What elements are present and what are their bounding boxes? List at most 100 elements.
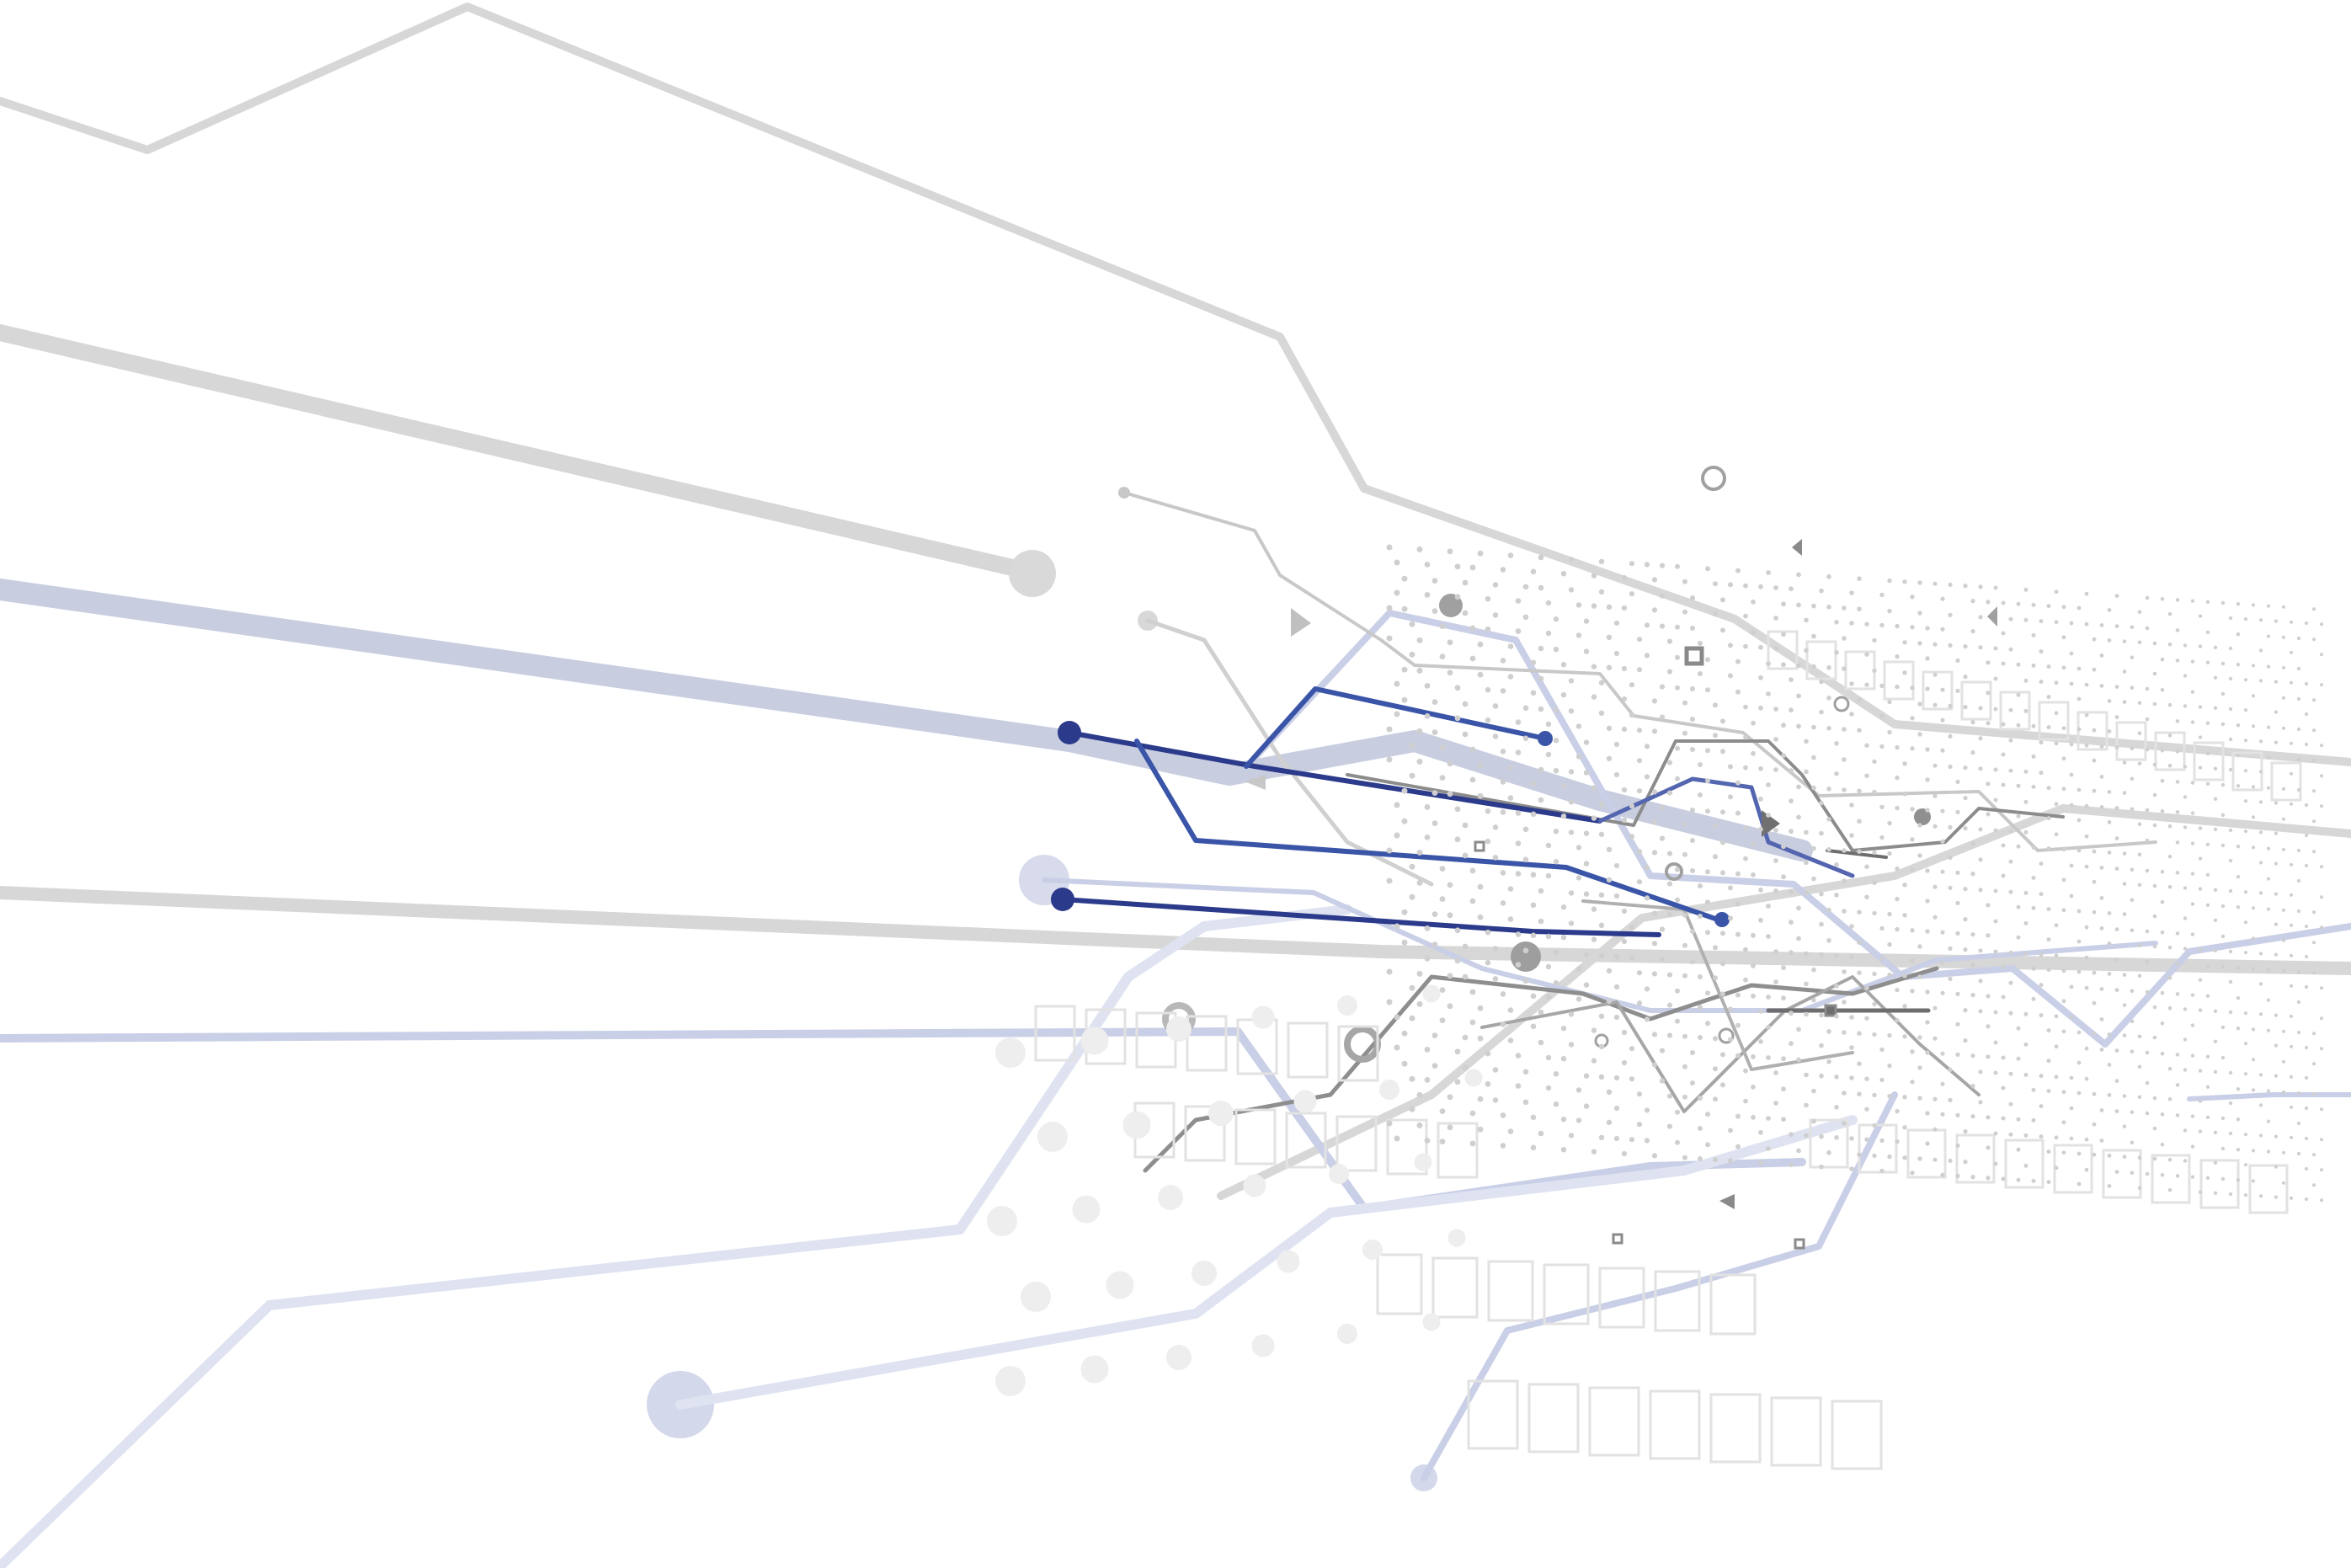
grid-dot: [1925, 1111, 1930, 1116]
grid-dot: [2220, 934, 2226, 939]
grid-dot: [2243, 769, 2248, 773]
grid-dot: [2213, 948, 2218, 953]
grid-dot: [1789, 798, 1794, 804]
grid-dot: [2122, 669, 2127, 674]
grid-dot: [2258, 891, 2263, 895]
gray-trace: [1122, 491, 2157, 852]
grid-dot: [1872, 637, 1877, 643]
grid-dot: [1902, 792, 1907, 797]
grid-dot: [1682, 942, 1687, 948]
grid-dot: [1857, 788, 1862, 793]
blue-trace: [1244, 686, 1548, 769]
grid-dot: [1955, 991, 1960, 996]
grid-dot: [1606, 725, 1613, 731]
faint-dot: [1243, 1174, 1266, 1197]
grid-dot: [1902, 973, 1907, 979]
grid-dot: [2213, 1130, 2218, 1135]
grid-dot: [2236, 875, 2241, 879]
grid-dot: [1842, 848, 1847, 853]
grid-dot: [1993, 828, 1998, 833]
grid-dot: [1728, 1158, 1733, 1164]
grid-dot: [1789, 1011, 1794, 1016]
grid-dot: [2099, 684, 2104, 688]
grid-dot: [1743, 1098, 1748, 1104]
grid-dot: [1796, 572, 1801, 578]
grid-dot: [2099, 805, 2104, 809]
grid-dot: [2008, 1011, 2013, 1016]
grid-dot: [1401, 1060, 1408, 1067]
grid-dot: [1849, 1075, 1854, 1080]
grid-dot: [2220, 661, 2226, 666]
grid-dot: [1789, 677, 1794, 683]
grid-dot: [2296, 787, 2301, 792]
grid-dot: [2312, 698, 2316, 702]
grid-dot: [2281, 1029, 2286, 1033]
grid-dot: [1789, 768, 1794, 774]
grid-dot: [1758, 1038, 1763, 1044]
grid-dot: [2054, 589, 2059, 595]
grid-dot: [2107, 972, 2112, 976]
grid-dot: [1621, 908, 1628, 915]
grid-dot: [2183, 886, 2188, 890]
grid-dot: [1515, 749, 1522, 755]
square-marker: [1794, 1238, 1805, 1250]
grid-dot: [1796, 814, 1801, 820]
grid-dot: [1416, 728, 1423, 734]
blue-node: [1714, 912, 1730, 927]
grid-dot: [2092, 909, 2097, 915]
grid-dot: [1970, 629, 1975, 634]
grid-dot: [2076, 1060, 2082, 1065]
grid-dot: [1826, 574, 1831, 579]
grid-dot: [1986, 691, 1991, 696]
grid-dot: [1477, 1035, 1484, 1042]
faint-dot: [1329, 1164, 1349, 1184]
grid-dot: [1773, 707, 1778, 712]
grid-dot: [2046, 725, 2051, 730]
grid-dot: [2320, 683, 2323, 687]
grid-dot: [1530, 902, 1537, 909]
grid-dot: [1522, 1069, 1529, 1075]
triangle-marker: [1291, 608, 1311, 637]
grid-dot: [1431, 1032, 1438, 1038]
grid-dot: [1690, 959, 1695, 964]
grid-dot: [1682, 1033, 1687, 1039]
grid-dot: [1659, 957, 1666, 963]
grid-dot: [2099, 896, 2104, 900]
grid-dot: [1651, 698, 1658, 704]
grid-dot: [2296, 1030, 2301, 1035]
faint-square: [2038, 701, 2070, 741]
grid-dot: [2061, 877, 2066, 883]
grid-dot: [2266, 1119, 2271, 1123]
grid-dot: [2031, 663, 2036, 668]
grid-dot: [1462, 822, 1469, 829]
grid-dot: [1575, 602, 1582, 608]
grid-dot: [2220, 1025, 2226, 1030]
grid-dot: [2130, 928, 2135, 933]
grid-dot: [2304, 924, 2309, 929]
grid-dot: [1751, 1084, 1756, 1090]
grid-dot: [1940, 717, 1945, 723]
grid-dot: [2205, 842, 2210, 846]
grid-dot: [1485, 808, 1491, 814]
grid-dot: [1910, 807, 1915, 812]
grid-dot: [1538, 766, 1544, 773]
grid-dot: [1462, 610, 1469, 616]
grid-dot: [2145, 929, 2150, 934]
grid-dot: [2274, 680, 2279, 684]
grid-dot: [1462, 701, 1469, 707]
grid-dot: [1409, 742, 1415, 749]
grid-dot: [2069, 1136, 2074, 1141]
grid-dot: [2312, 1183, 2316, 1187]
grid-dot: [1409, 984, 1415, 991]
grid-dot: [2092, 1152, 2097, 1157]
grid-dot: [2008, 1101, 2013, 1107]
grid-dot: [1424, 592, 1431, 598]
grid-dot: [1796, 663, 1801, 669]
grid-dot: [1895, 1017, 1900, 1023]
grid-dot: [1917, 611, 1922, 616]
grid-dot: [1720, 597, 1725, 603]
grid-dot: [2251, 664, 2256, 668]
gray-trace: [1826, 849, 1888, 859]
grid-dot: [1948, 733, 1953, 739]
grid-dot: [2243, 1193, 2248, 1197]
